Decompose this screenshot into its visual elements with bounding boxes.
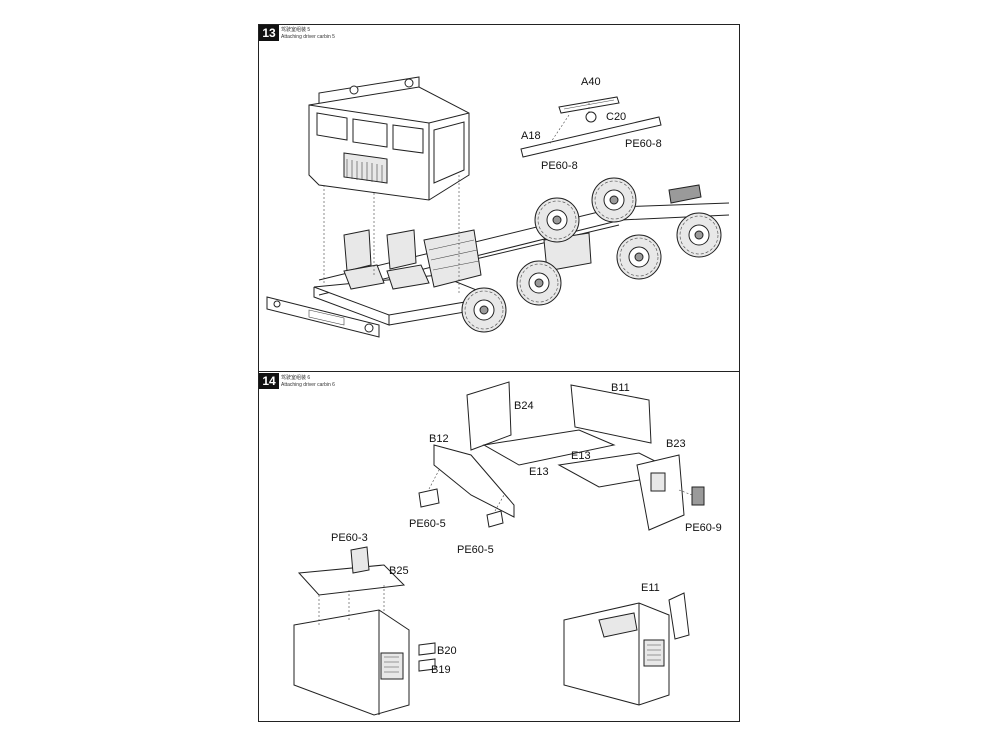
step-14-drawing: B24 B11 B12 E13 E13 B23 PE60-5 PE60-5 PE… [293, 381, 722, 716]
part-label-b11: B11 [611, 382, 630, 394]
step-14-badge: 14 [259, 373, 279, 389]
part-label-pe60-5-right: PE60-5 [457, 544, 494, 556]
step-14-title-cn: 驾驶室组装 6 [281, 375, 311, 381]
part-label-b23: B23 [666, 438, 686, 450]
part-label-e11: E11 [641, 582, 660, 594]
part-label-a18: A18 [521, 130, 541, 142]
part-label-c20: C20 [606, 111, 626, 123]
part-label-b12: B12 [429, 433, 449, 445]
part-label-a40: A40 [581, 76, 601, 88]
step-14-title-en: Attaching driver carbin 6 [281, 382, 335, 388]
parts-a40-group [520, 96, 662, 158]
part-label-pe60-8-left: PE60-8 [541, 160, 578, 172]
part-label-pe60-3: PE60-3 [331, 532, 368, 544]
driver-seat [343, 229, 385, 290]
part-label-b19: B19 [431, 664, 451, 676]
part-label-pe60-5-left: PE60-5 [409, 518, 446, 530]
sub-assembly-left [293, 546, 436, 716]
driver-cab [308, 76, 470, 201]
part-label-pe60-9: PE60-9 [685, 522, 722, 534]
part-label-e13-left: E13 [529, 466, 549, 478]
step-13-title-cn: 驾驶室组装 5 [281, 27, 311, 33]
step-13-badge: 13 [259, 25, 279, 41]
part-label-b25: B25 [389, 565, 409, 577]
assembly-drawing: A40 C20 A18 PE60-8 PE60-8 [266, 76, 730, 716]
part-label-b24: B24 [514, 400, 534, 412]
instruction-sheet: 13 驾驶室组装 5 Attaching driver carbin 5 14 … [258, 24, 740, 722]
step-13-drawing: A40 C20 A18 PE60-8 PE60-8 [266, 76, 730, 338]
sub-assembly-right [563, 592, 690, 706]
part-label-e13-right: E13 [571, 450, 591, 462]
front-bumper [266, 296, 380, 338]
part-label-pe60-8-right: PE60-8 [625, 138, 662, 150]
part-label-b20: B20 [437, 645, 457, 657]
step-13-title-en: Attaching driver carbin 5 [281, 34, 335, 40]
passenger-seat [386, 229, 430, 290]
step-divider [259, 371, 739, 372]
